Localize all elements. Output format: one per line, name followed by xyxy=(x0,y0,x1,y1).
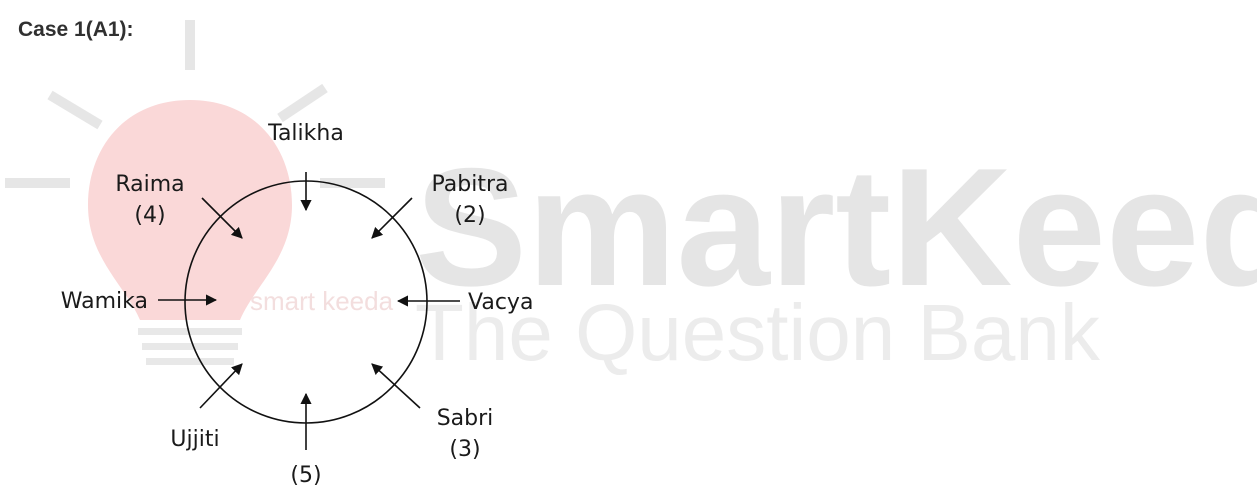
seat-number-pabitra: (2) xyxy=(454,203,485,228)
seat-number-raima: (4) xyxy=(134,203,165,228)
arrow-top-left xyxy=(201,197,243,239)
arrow-bottom-right xyxy=(371,363,421,409)
seat-label-ujjiti: Ujjiti xyxy=(170,427,219,452)
seat-number-bottom: (5) xyxy=(290,463,321,488)
watermark-bulb-icon xyxy=(5,20,385,365)
watermark-logo-text: smart keeda xyxy=(250,286,394,316)
seat-label-pabitra: Pabitra xyxy=(432,172,509,197)
watermark-brand: SmartKeeda xyxy=(415,133,1257,321)
case-title: Case 1(A1): xyxy=(18,18,134,41)
seat-label-vacya: Vacya xyxy=(468,290,533,315)
arrow-top-right xyxy=(371,197,413,239)
watermark-tagline: The Question Bank xyxy=(415,288,1101,377)
seat-number-sabri: (3) xyxy=(449,437,480,462)
seat-label-raima: Raima xyxy=(115,172,184,197)
seat-label-talikha: Talikha xyxy=(267,121,344,146)
seat-label-sabri: Sabri xyxy=(437,406,494,431)
arrow-bottom-left xyxy=(199,363,243,409)
seat-label-wamika: Wamika xyxy=(61,289,148,314)
